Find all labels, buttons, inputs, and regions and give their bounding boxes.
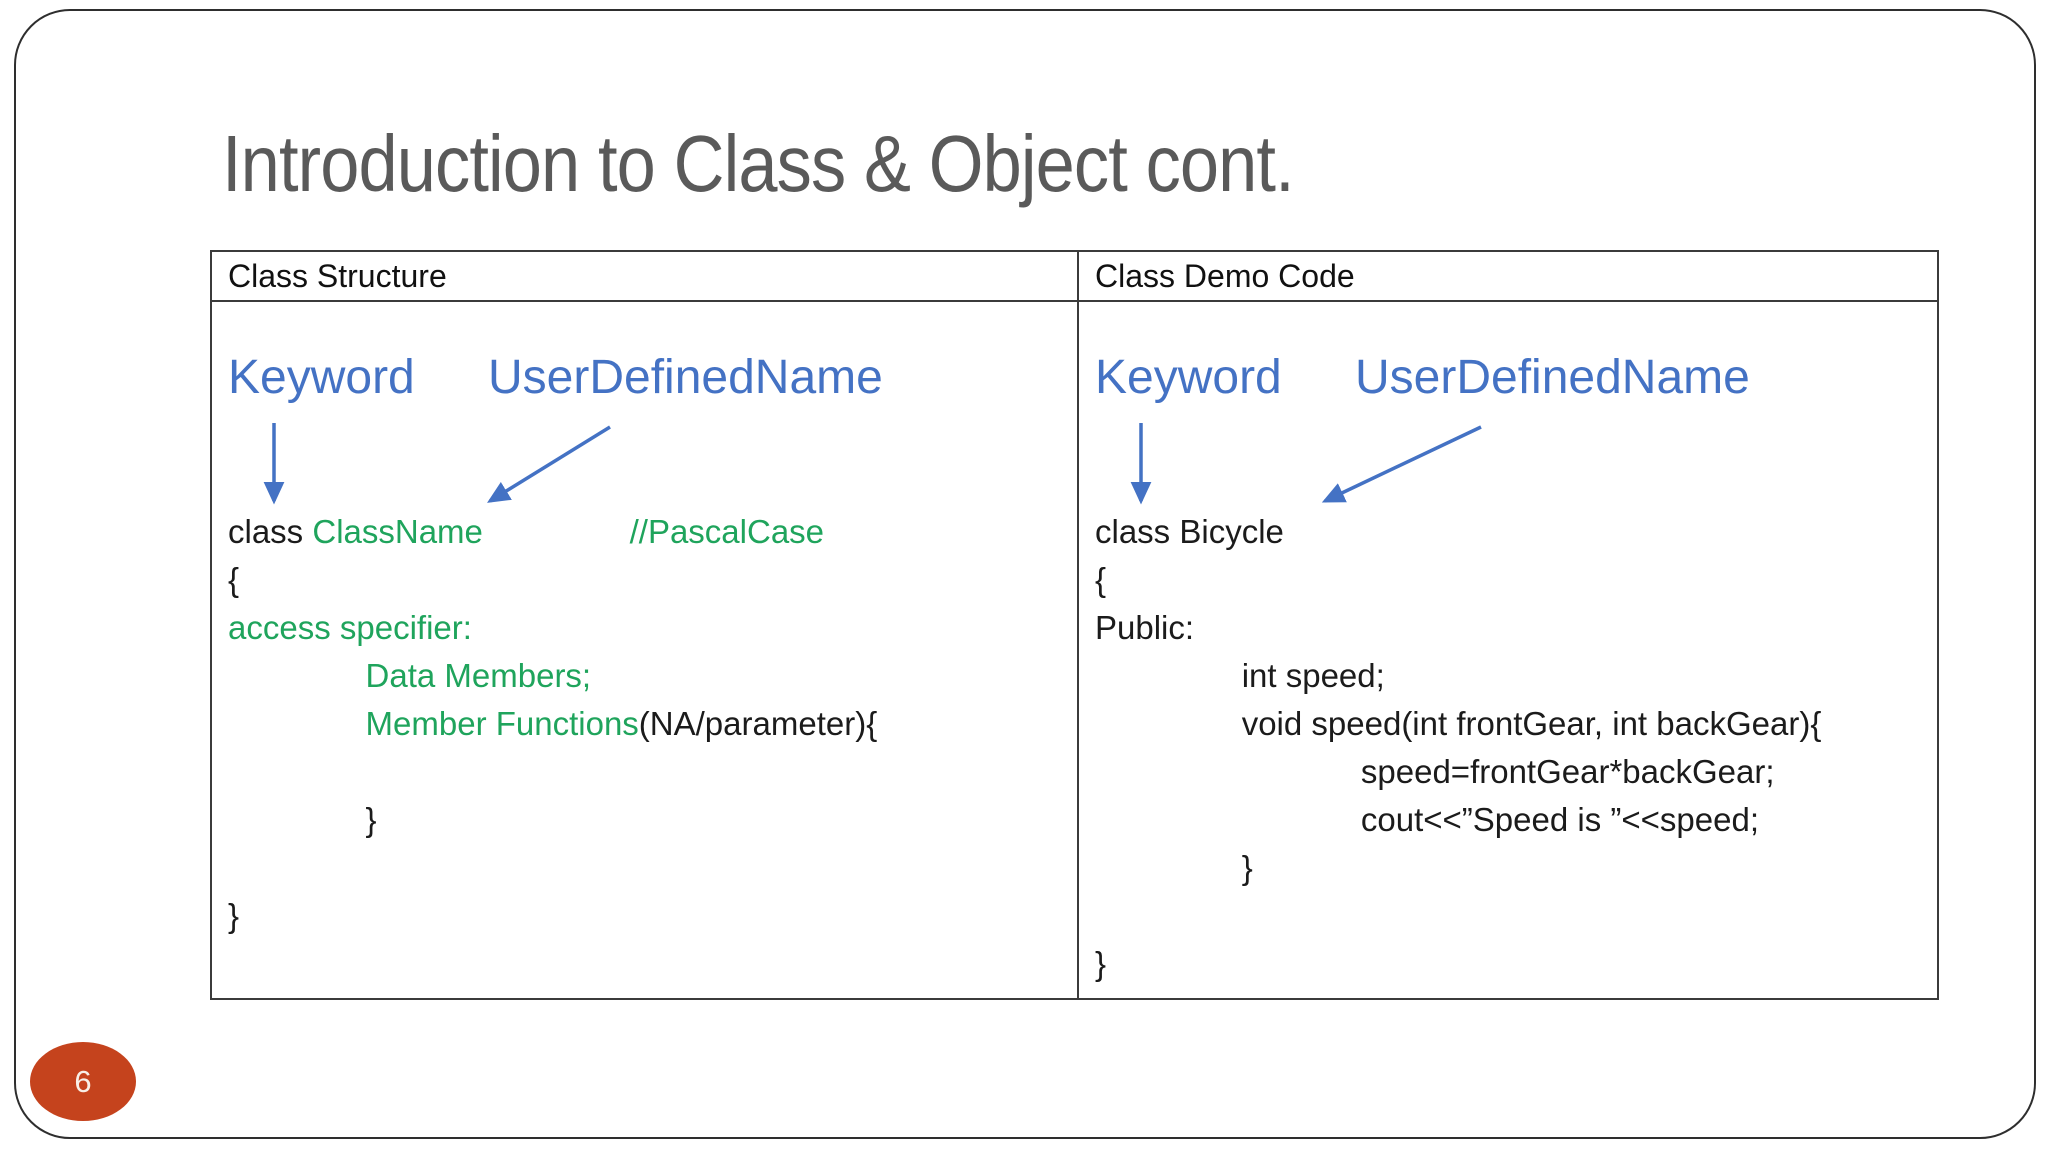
code-line: access specifier: <box>228 609 472 646</box>
code-line <box>228 748 877 796</box>
table-header-row: Class Structure Class Demo Code <box>212 252 1937 302</box>
code-line: } <box>1095 849 1253 886</box>
class-demo-code-cell: Keyword UserDefinedName class Bicycle { Pu… <box>1079 302 1937 998</box>
code-line: class ClassName //PascalCase <box>228 513 825 550</box>
code-block-class-structure: class ClassName //PascalCase { access spec… <box>228 508 877 940</box>
code-line: speed=frontGear*backGear; <box>1095 753 1775 790</box>
code-line: Data Members; <box>365 657 592 694</box>
annotation-arrows <box>1130 423 1482 505</box>
code-line <box>1095 892 1821 940</box>
userdefinedname-label: UserDefinedName <box>488 351 883 404</box>
class-structure-cell: Keyword UserDefinedName class ClassName … <box>212 302 1079 998</box>
annotation-arrows <box>263 423 611 505</box>
slide-title: Introduction to Class & Object cont. <box>222 119 1295 208</box>
code-line: } <box>228 801 377 838</box>
code-block-class-demo: class Bicycle { Public: int speed; void sp… <box>1095 508 1821 988</box>
code-line: } <box>228 897 240 934</box>
userdefinedname-label: UserDefinedName <box>1355 351 1750 404</box>
table-header-class-structure: Class Structure <box>212 252 1079 302</box>
page-number-badge: 6 <box>30 1042 136 1121</box>
table-header-class-demo-code: Class Demo Code <box>1079 252 1937 302</box>
code-line: { <box>228 561 240 598</box>
code-line: void speed(int frontGear, int backGear){ <box>1095 705 1822 742</box>
code-line: { <box>1095 561 1107 598</box>
class-table: Class Structure Class Demo Code Keyword … <box>210 250 1939 1000</box>
code-line: int speed; <box>1095 657 1385 694</box>
arrow-diagonal-icon <box>487 425 611 503</box>
keyword-label: Keyword <box>1095 351 1282 404</box>
code-line: } <box>1095 945 1107 982</box>
slide-frame <box>14 9 2036 1139</box>
keyword-label: Keyword <box>228 351 415 404</box>
code-line: Public: <box>1095 609 1195 646</box>
code-line: Member Functions(NA/parameter){ <box>365 705 878 742</box>
page-number: 6 <box>74 1063 92 1099</box>
code-line <box>228 844 877 892</box>
code-line: class Bicycle <box>1095 513 1284 550</box>
code-line: cout<<”Speed is ”<<speed; <box>1095 801 1759 838</box>
arrow-diagonal-icon <box>1321 425 1482 503</box>
